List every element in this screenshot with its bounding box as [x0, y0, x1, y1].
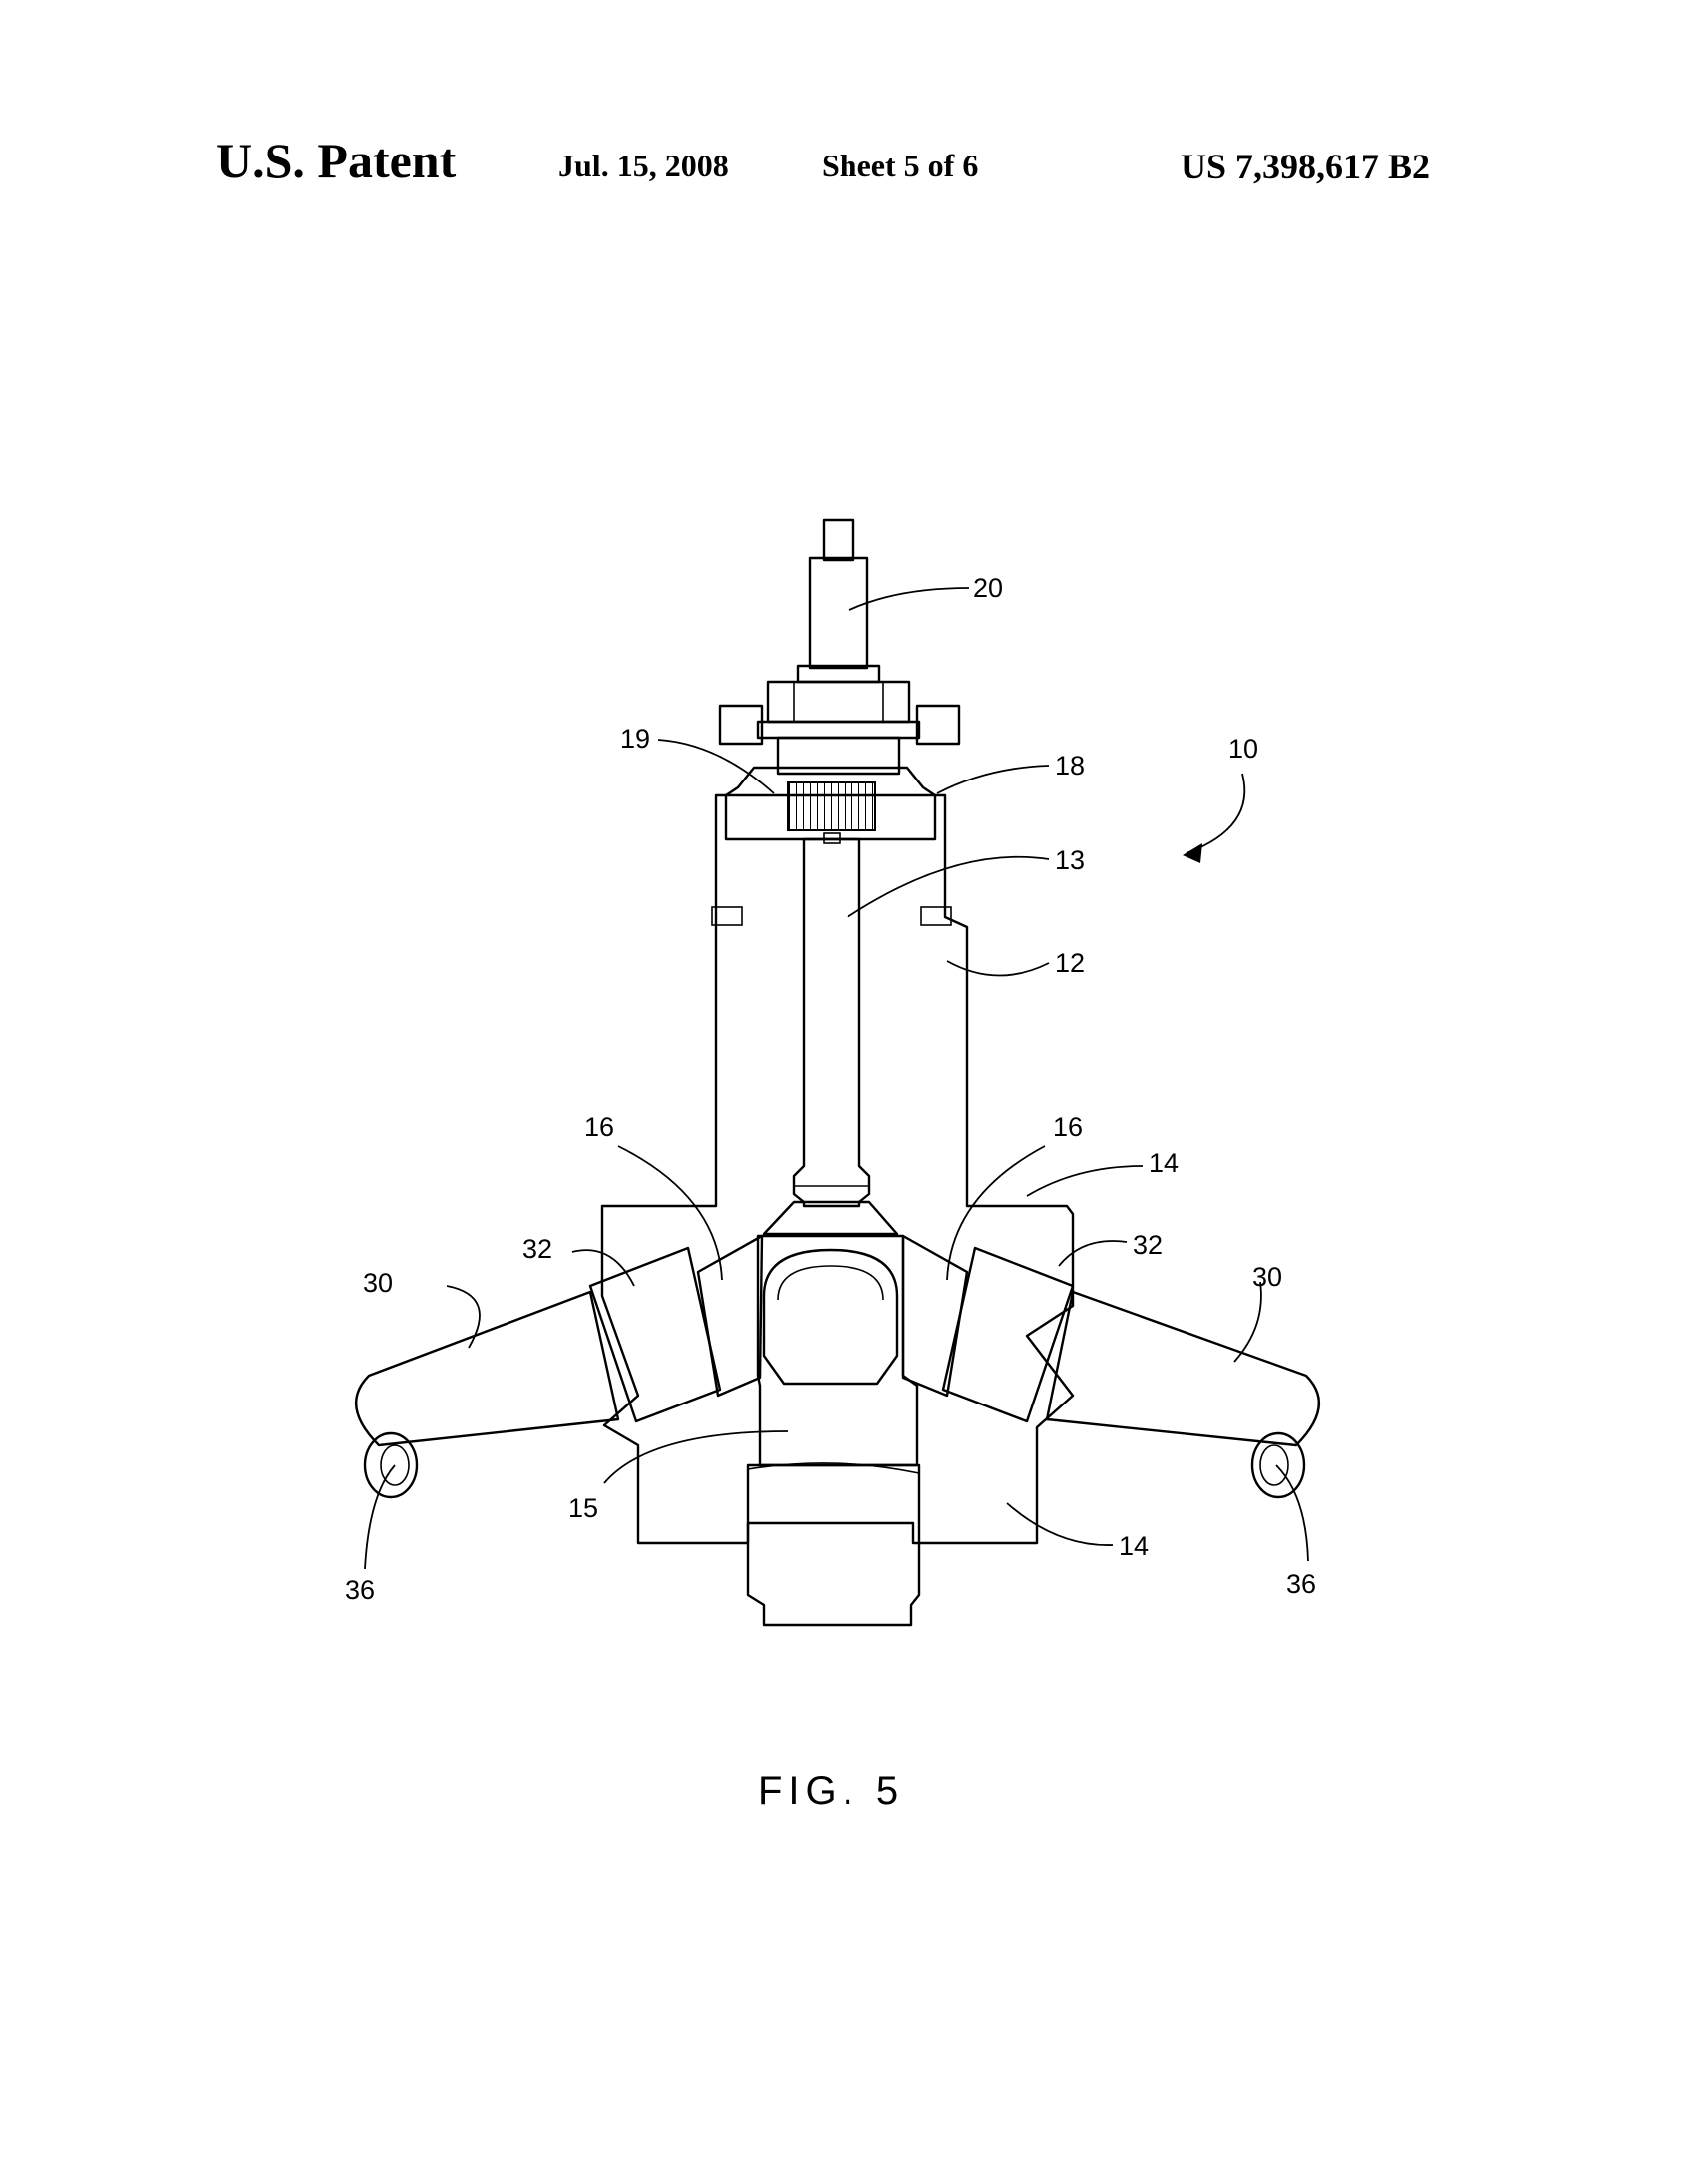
neck-notch-left	[711, 906, 743, 926]
valve-stem	[808, 556, 869, 670]
leader-15	[603, 1430, 789, 1484]
threaded-fitting-left	[588, 1246, 722, 1423]
lower-thread-line	[747, 1462, 920, 1474]
leader-16-right	[946, 1145, 1046, 1281]
ref-14-lower: 14	[1119, 1531, 1149, 1561]
leader-32-left	[571, 1249, 635, 1287]
pipe-left-end	[363, 1431, 419, 1499]
ref-16-left: 16	[584, 1112, 614, 1142]
side-port-left	[696, 1234, 764, 1398]
ref-18: 18	[1055, 751, 1085, 780]
flange-left	[718, 704, 764, 746]
ref-20: 20	[973, 573, 1003, 603]
leader-10	[1186, 773, 1246, 854]
neck-notch-right	[920, 906, 952, 926]
lower-outlet-fitting	[746, 1463, 921, 1627]
ref-36-right: 36	[1286, 1569, 1316, 1599]
pipe-left-bore	[380, 1444, 410, 1486]
valve-stem-tip	[822, 518, 855, 562]
patent-header: U.S. Patent Jul. 15, 2008 Sheet 5 of 6 U…	[0, 0, 1695, 219]
patent-number: US 7,398,617 B2	[1181, 147, 1431, 186]
leader-14-upper	[1026, 1165, 1144, 1197]
leader-20	[848, 587, 970, 611]
ref-32-right: 32	[1133, 1230, 1163, 1260]
pipe-left	[355, 1290, 620, 1447]
bore-tip	[823, 832, 841, 844]
side-port-right	[901, 1234, 969, 1398]
arrow-10	[1183, 843, 1202, 863]
ref-30-right: 30	[1252, 1262, 1282, 1292]
leader-36-left	[364, 1464, 396, 1570]
valve-seat	[762, 1200, 899, 1236]
leader-16-left	[617, 1145, 723, 1281]
central-bore	[792, 837, 871, 1208]
pipe-right-bore	[1259, 1444, 1289, 1486]
ref-13: 13	[1055, 845, 1085, 875]
ref-14-upper: 14	[1149, 1148, 1179, 1178]
ref-16-right: 16	[1053, 1112, 1083, 1142]
leader-30-right	[1233, 1281, 1262, 1363]
leader-30-left	[446, 1285, 481, 1349]
bonnet-nut	[724, 766, 937, 841]
check-ball-rim	[777, 1265, 884, 1301]
leader-18	[936, 765, 1050, 794]
stem-hex-nut	[766, 680, 911, 724]
leader-12	[946, 960, 1050, 977]
ref-15: 15	[568, 1493, 598, 1523]
ref-32-left: 32	[522, 1234, 552, 1264]
patent-date: Jul. 15, 2008	[558, 148, 729, 183]
pipe-right-end	[1250, 1431, 1306, 1499]
flange-right	[915, 704, 961, 746]
ref-30-left: 30	[363, 1268, 393, 1298]
check-ball	[762, 1248, 899, 1386]
figure-caption: FIG. 5	[758, 1769, 904, 1813]
pipe-right	[1045, 1290, 1320, 1447]
leader-19	[657, 739, 775, 794]
leader-14-lower	[1006, 1502, 1114, 1546]
ref-19: 19	[620, 724, 650, 754]
threaded-fitting-right	[941, 1246, 1075, 1423]
valve-body-section	[600, 793, 1075, 1545]
leader-36-right	[1275, 1464, 1309, 1562]
ref-36-left: 36	[345, 1575, 375, 1605]
sheet-number: Sheet 5 of 6	[822, 148, 979, 183]
stem-lower-body	[776, 736, 901, 776]
ref-12: 12	[1055, 948, 1085, 978]
leader-32-right	[1058, 1240, 1128, 1267]
ref-10: 10	[1228, 734, 1258, 764]
leader-13	[847, 855, 1050, 918]
patent-title: U.S. Patent	[216, 133, 457, 188]
threaded-plug	[787, 781, 876, 831]
stem-washer	[756, 720, 921, 740]
